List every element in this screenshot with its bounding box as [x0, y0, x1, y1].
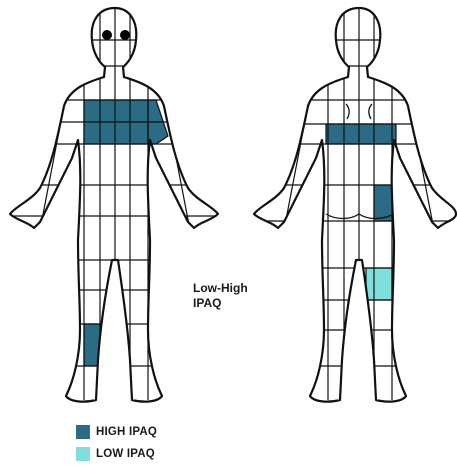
back-upper-back-region — [326, 124, 396, 144]
legend-label-low: LOW IPAQ — [96, 448, 155, 460]
legend-swatch-high — [76, 425, 90, 439]
legend-item-high: HIGH IPAQ — [76, 424, 157, 440]
group-label-line2: IPAQ — [193, 296, 248, 311]
front-right-eye — [120, 30, 130, 40]
legend-label-high: HIGH IPAQ — [96, 426, 157, 438]
front-left-eye — [102, 30, 112, 40]
group-label-line1: Low-High — [193, 281, 248, 296]
front-body-figure — [0, 8, 230, 402]
back-body-fill — [254, 8, 456, 402]
legend: HIGH IPAQ LOW IPAQ — [76, 424, 157, 468]
back-right-buttock-region — [374, 185, 398, 221]
back-right-knee-region — [366, 268, 392, 300]
legend-item-low: LOW IPAQ — [76, 446, 157, 462]
group-label: Low-High IPAQ — [193, 281, 248, 311]
front-body-fill — [10, 8, 218, 402]
legend-swatch-low — [76, 447, 90, 461]
back-body-figure — [240, 8, 457, 402]
